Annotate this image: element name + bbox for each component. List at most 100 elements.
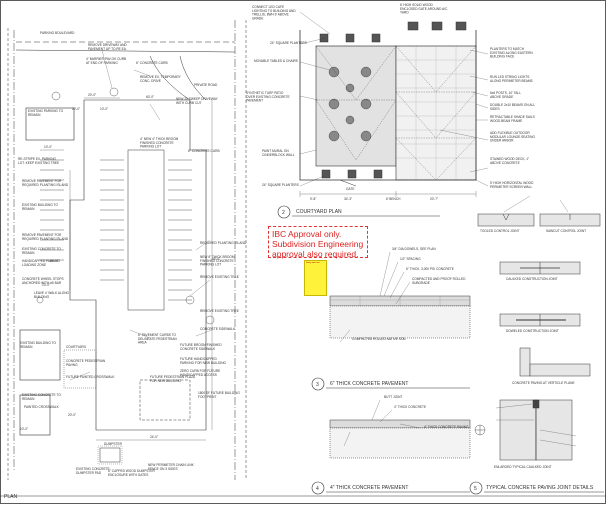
site-dimension-8: 24'-0" bbox=[150, 435, 158, 439]
site-dimension-10: 65'-0" bbox=[212, 257, 220, 261]
site-label-29: PAINTED CROSSWALK bbox=[24, 405, 60, 409]
sticky-note[interactable]: Sticky note text bbox=[304, 260, 327, 296]
joint-label-5: ENLARGED TYPICAL CAULKED JOINT bbox=[494, 465, 552, 469]
courtyard-label-7: 6' BENCH bbox=[386, 197, 401, 201]
site-label-21: REMOVE EXISTING TREE bbox=[200, 275, 239, 279]
stamp-line-1: IBC Approval only. bbox=[272, 229, 342, 239]
pavement-label-0: 3/4" DIA DOWELS, SEE PLAN bbox=[392, 247, 436, 251]
courtyard-label-15: STAINED WOOD DECK, 1"ABOVE CONCRETE bbox=[490, 157, 529, 165]
joints-number: 5 bbox=[474, 486, 477, 492]
site-label-11: 6" CONCRETE CURB bbox=[188, 149, 220, 153]
site-label-24: COURTYARD bbox=[66, 345, 87, 349]
site-dimension-1: 60'-0" bbox=[146, 95, 154, 99]
pavement-label-2: 6" THICK, 3,000 PSI CONCRETE bbox=[406, 267, 454, 271]
courtyard-dimension-1: 34'-3" bbox=[344, 197, 352, 201]
site-dimension-5: 24'-0" bbox=[50, 259, 58, 263]
pavement-label-5: BUTT JOINT bbox=[384, 395, 402, 399]
site-label-6: PRIVATE ROAD bbox=[194, 83, 218, 87]
site-label-36: DUMPSTER bbox=[104, 442, 123, 446]
site-dimension-7: 20'-0" bbox=[68, 413, 76, 417]
courtyard-dimension-0: 9'-8" bbox=[310, 197, 316, 201]
site-dimension-9: 10'-0" bbox=[20, 427, 28, 431]
pavement-label-4: COMPACTED ROLLED NATIVE SOIL bbox=[352, 337, 406, 341]
approval-stamp: IBC Approval only. Subdivision Engineeri… bbox=[268, 226, 368, 259]
detail-labels: 3 6" THICK CONCRETE PAVEMENT 4 4" THICK CON… bbox=[316, 229, 594, 492]
site-dimension-0: 20'-0" bbox=[88, 93, 96, 97]
pavement-sections bbox=[311, 251, 471, 495]
joint-label-4: CONCRETE PAVING AT VERTICLE PLANE bbox=[512, 381, 575, 385]
joint-label-1: SAWCUT CONTROL JOINT bbox=[546, 229, 586, 233]
site-dimension-4: 10'-0" bbox=[100, 107, 108, 111]
site-label-4: 6" CONCRETE CURB bbox=[136, 61, 168, 65]
pave6-number: 3 bbox=[316, 382, 319, 388]
site-label-1: PARKING BOULEVARD bbox=[40, 31, 75, 35]
site-label-0: PLAN bbox=[4, 494, 17, 500]
site-plan bbox=[7, 20, 247, 480]
site-dimension-6: 10'-0" bbox=[42, 283, 50, 287]
pavement-label-6: 4" THICK CONCRETE bbox=[394, 405, 426, 409]
pave4-number: 4 bbox=[316, 486, 319, 492]
pavement-label-1: 1/2" SPACING bbox=[400, 257, 421, 261]
site-plan-labels: PLAN PARKING BOULEVARD REMOVE DRIVEWAY AND… bbox=[4, 31, 247, 500]
site-dimension-2: 10'-0" bbox=[44, 145, 52, 149]
courtyard-label-2: MOVABLE TABLES & CHAIRS bbox=[254, 59, 298, 63]
courtyard-number: 2 bbox=[282, 210, 285, 216]
stamp-line-2: Subdivision Engineering bbox=[272, 239, 364, 249]
site-plan-dimensions: 20'-0" 60'-0" 10'-0" 20'-0" 10'-0" 24'-0" 10'-… bbox=[20, 93, 220, 439]
courtyard-label-6: GATE bbox=[346, 187, 354, 191]
joint-details bbox=[469, 195, 604, 495]
pavement-label-7: 4" THICK CONCRETE PAVING bbox=[424, 425, 469, 429]
sticky-note-text: Sticky note text bbox=[306, 262, 320, 264]
joint-label-2: CAULKED CONSTRUCTION JOINT bbox=[506, 277, 558, 281]
joint-label-3: DOWELED CONSTRUCTION JOINT bbox=[506, 329, 559, 333]
pave6-title: 6" THICK CONCRETE PAVEMENT bbox=[330, 381, 408, 387]
site-label-23: CONCRETE SIDEWALK bbox=[200, 327, 236, 331]
site-dimension-3: 20'-0" bbox=[72, 107, 80, 111]
pave4-title: 4" THICK CONCRETE PAVEMENT bbox=[330, 485, 408, 491]
courtyard-label-5: 24" SQUARE PLANTERS bbox=[262, 183, 299, 187]
site-label-22: REMOVE EXISTING TREE bbox=[200, 309, 239, 313]
courtyard-title: COURTYARD PLAN bbox=[296, 209, 342, 215]
courtyard-label-1: 24" SQUARE PLANTERS bbox=[270, 41, 307, 45]
site-label-19: REQUIRED PLANTING ISLAND bbox=[200, 241, 247, 245]
joint-label-0: TOOLED CONTROL JOINT bbox=[480, 229, 520, 233]
